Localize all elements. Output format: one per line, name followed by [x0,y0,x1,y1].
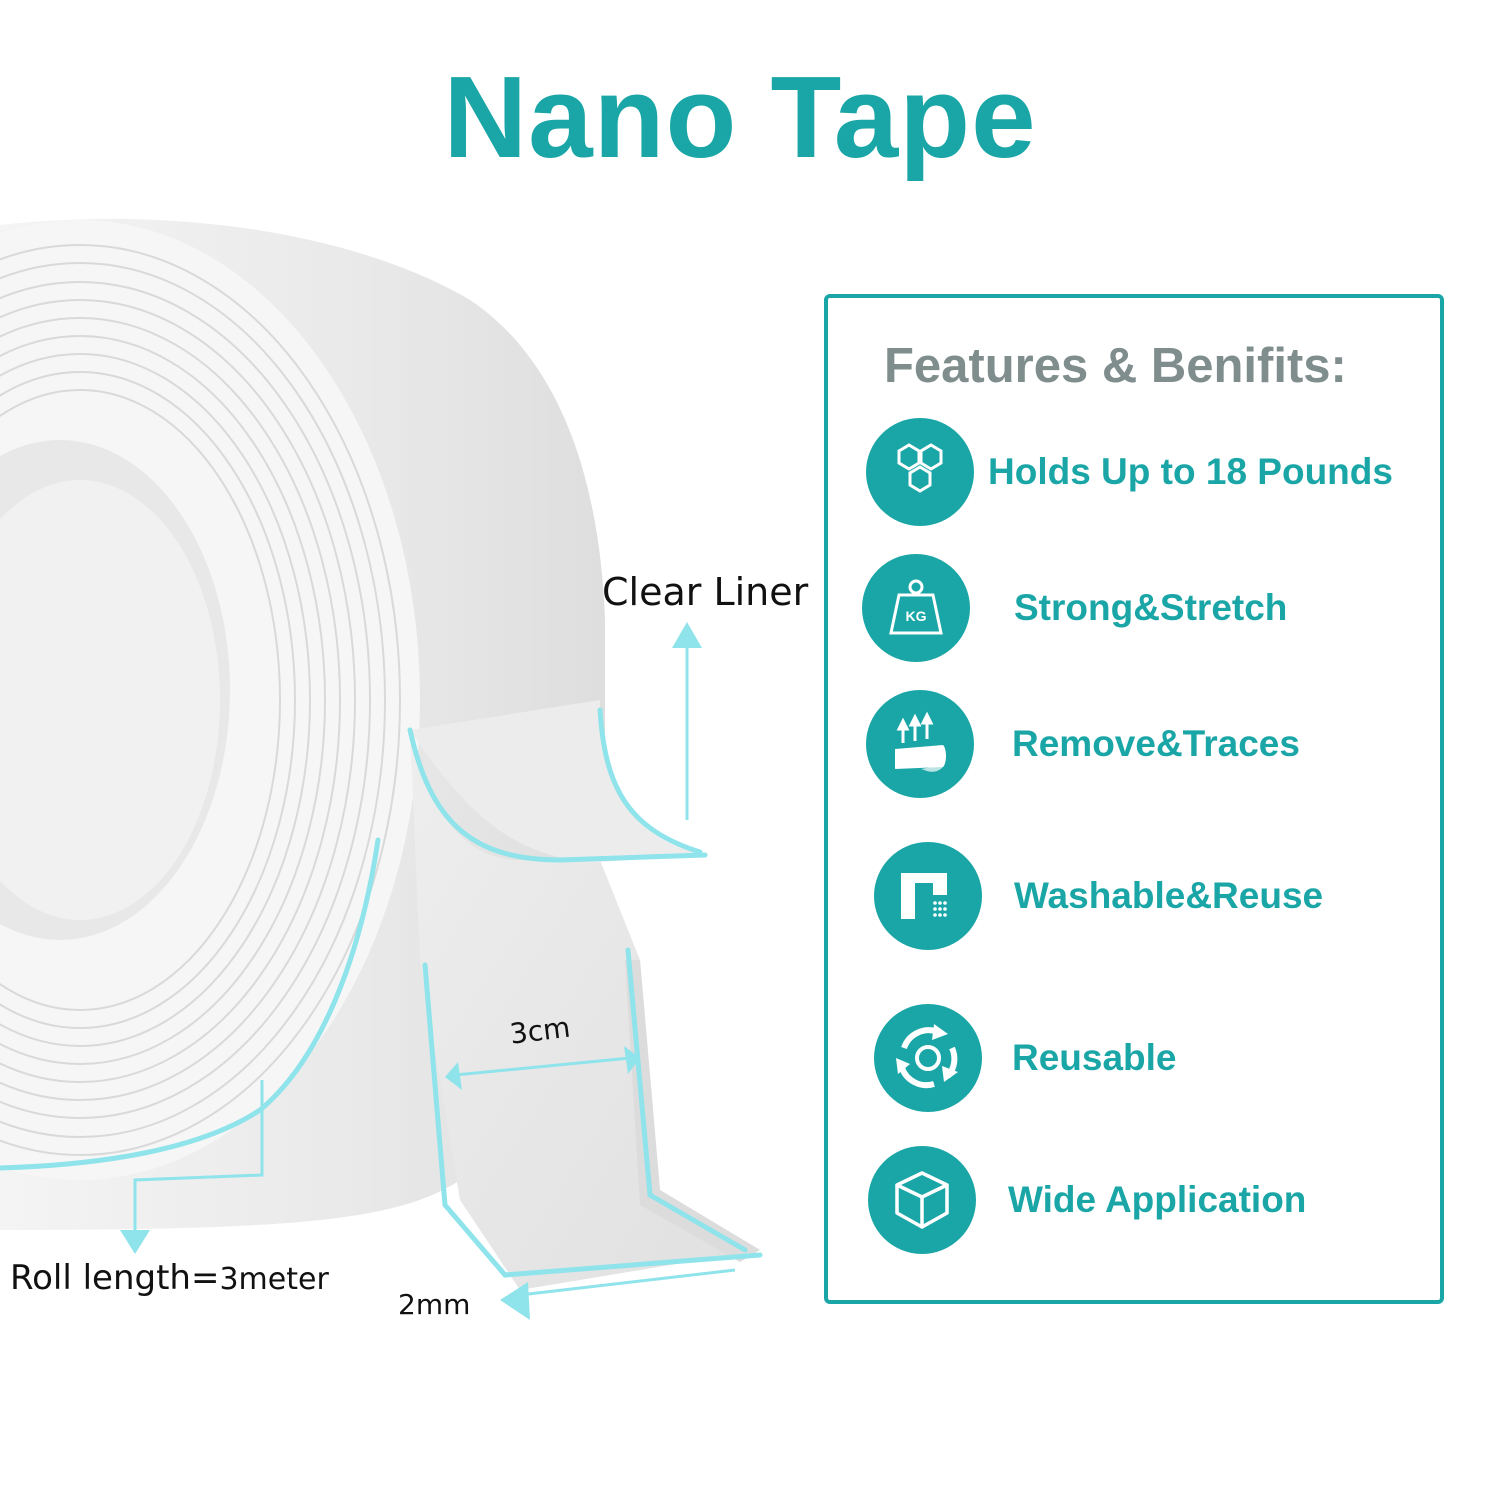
feature-label: Remove&Traces [1012,723,1300,764]
page-title: Nano Tape [443,52,1037,182]
clear-liner-label: Clear Liner [602,570,809,614]
roll-length-value: 3meter [219,1262,329,1297]
feature-label: Holds Up to 18 Pounds [988,451,1393,492]
hexagon-icon [866,418,974,526]
feature-item: Washable&Reuse [874,842,1323,950]
feature-label: Strong&Stretch [1014,587,1288,628]
feature-label: Reusable [1012,1037,1177,1078]
feature-item: Wide Application [868,1146,1306,1254]
features-title: Features & Benifits: [884,339,1347,393]
feature-item: KG Strong&Stretch [862,554,1287,662]
faucet-icon [874,842,982,950]
roll-length-text: Roll length= [10,1258,220,1298]
feature-label: Wide Application [1008,1179,1307,1220]
feature-item: Reusable [874,1004,1177,1112]
thickness-label: 2mm [398,1288,471,1321]
recycle-icon [874,1004,982,1112]
svg-text:KG: KG [906,608,927,624]
cube-icon [868,1146,976,1254]
feature-item: Remove&Traces [866,690,1300,798]
peel-off-icon [866,690,974,798]
feature-label: Washable&Reuse [1014,875,1324,916]
kg-weight-icon: KG [862,554,970,662]
roll-length-label: Roll length=3meter [10,1258,329,1298]
feature-item: Holds Up to 18 Pounds [866,418,1393,526]
features-panel: Features & Benifits: Holds Up to 18 Poun… [824,294,1444,1304]
